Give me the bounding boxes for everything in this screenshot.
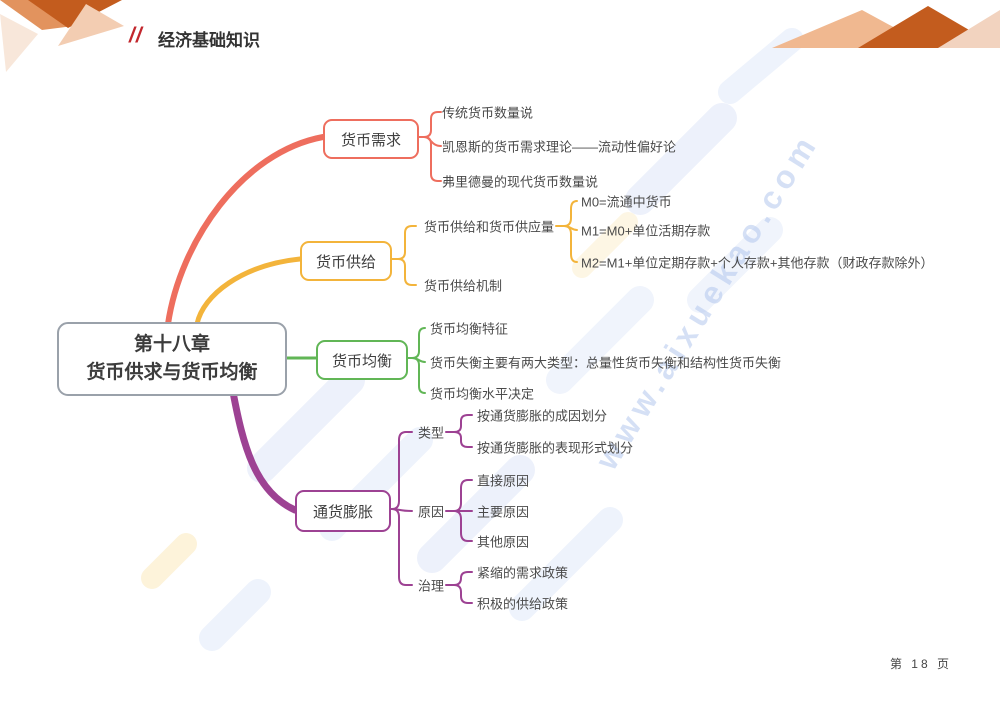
sub-branch-label: 治理 xyxy=(418,578,445,594)
root-node: 第十八章 货币供求与货币均衡 xyxy=(57,322,287,396)
leaf-item: M2=M1+单位定期存款+个人存款+其他存款（财政存款除外） xyxy=(581,255,934,271)
page-number: 第 18 页 xyxy=(889,657,952,671)
leaf-item: 积极的供给政策 xyxy=(477,596,569,612)
leaf-item: 货币失衡主要有两大类型：总量性货币失衡和结构性货币失衡 xyxy=(430,355,782,371)
leaf-item: 凯恩斯的货币需求理论——流动性偏好论 xyxy=(442,139,677,155)
branch-node-inflation: 通货膨胀 xyxy=(295,490,391,532)
leaf-item: 货币均衡水平决定 xyxy=(430,386,535,402)
double-slash-icon: // xyxy=(129,24,143,47)
leaf-item: 其他原因 xyxy=(477,534,530,550)
leaf-item: M0=流通中货币 xyxy=(581,194,672,210)
sub-branch-label: 货币供给和货币供应量 xyxy=(424,219,555,235)
branch-node-money-supply: 货币供给 xyxy=(300,241,392,281)
corner-decoration-triangles xyxy=(0,0,1000,72)
demand-children-bracket xyxy=(414,111,442,182)
leaf-item: 紧缩的需求政策 xyxy=(477,565,569,581)
branch-supply-curve xyxy=(194,256,303,327)
supply-children-bracket xyxy=(387,200,578,286)
sub-branch-label: 原因 xyxy=(418,504,445,520)
root-node-line1: 第十八章 xyxy=(133,334,210,356)
leaf-item: 货币均衡特征 xyxy=(430,321,509,337)
branch-inflation-curve xyxy=(229,388,299,514)
root-node-line2: 货币供求与货币均衡 xyxy=(86,362,258,383)
leaf-item: 按通货膨胀的成因划分 xyxy=(477,408,608,424)
sub-branch-label: 类型 xyxy=(418,425,445,441)
leaf-item: 货币供给机制 xyxy=(424,278,503,294)
leaf-item: 弗里德曼的现代货币数量说 xyxy=(442,174,599,190)
leaf-item: 传统货币数量说 xyxy=(442,105,534,121)
leaf-item: 按通货膨胀的表现形式划分 xyxy=(477,440,634,456)
branch-demand-curve xyxy=(165,134,326,327)
page-title: 经济基础知识 xyxy=(158,31,260,50)
branch-node-money-balance: 货币均衡 xyxy=(316,340,408,380)
balance-children-bracket xyxy=(403,327,426,394)
leaf-item: 主要原因 xyxy=(477,504,530,520)
leaf-item: M1=M0+单位活期存款 xyxy=(581,223,711,239)
leaf-item: 直接原因 xyxy=(477,473,530,489)
branch-node-money-demand: 货币需求 xyxy=(323,119,419,159)
